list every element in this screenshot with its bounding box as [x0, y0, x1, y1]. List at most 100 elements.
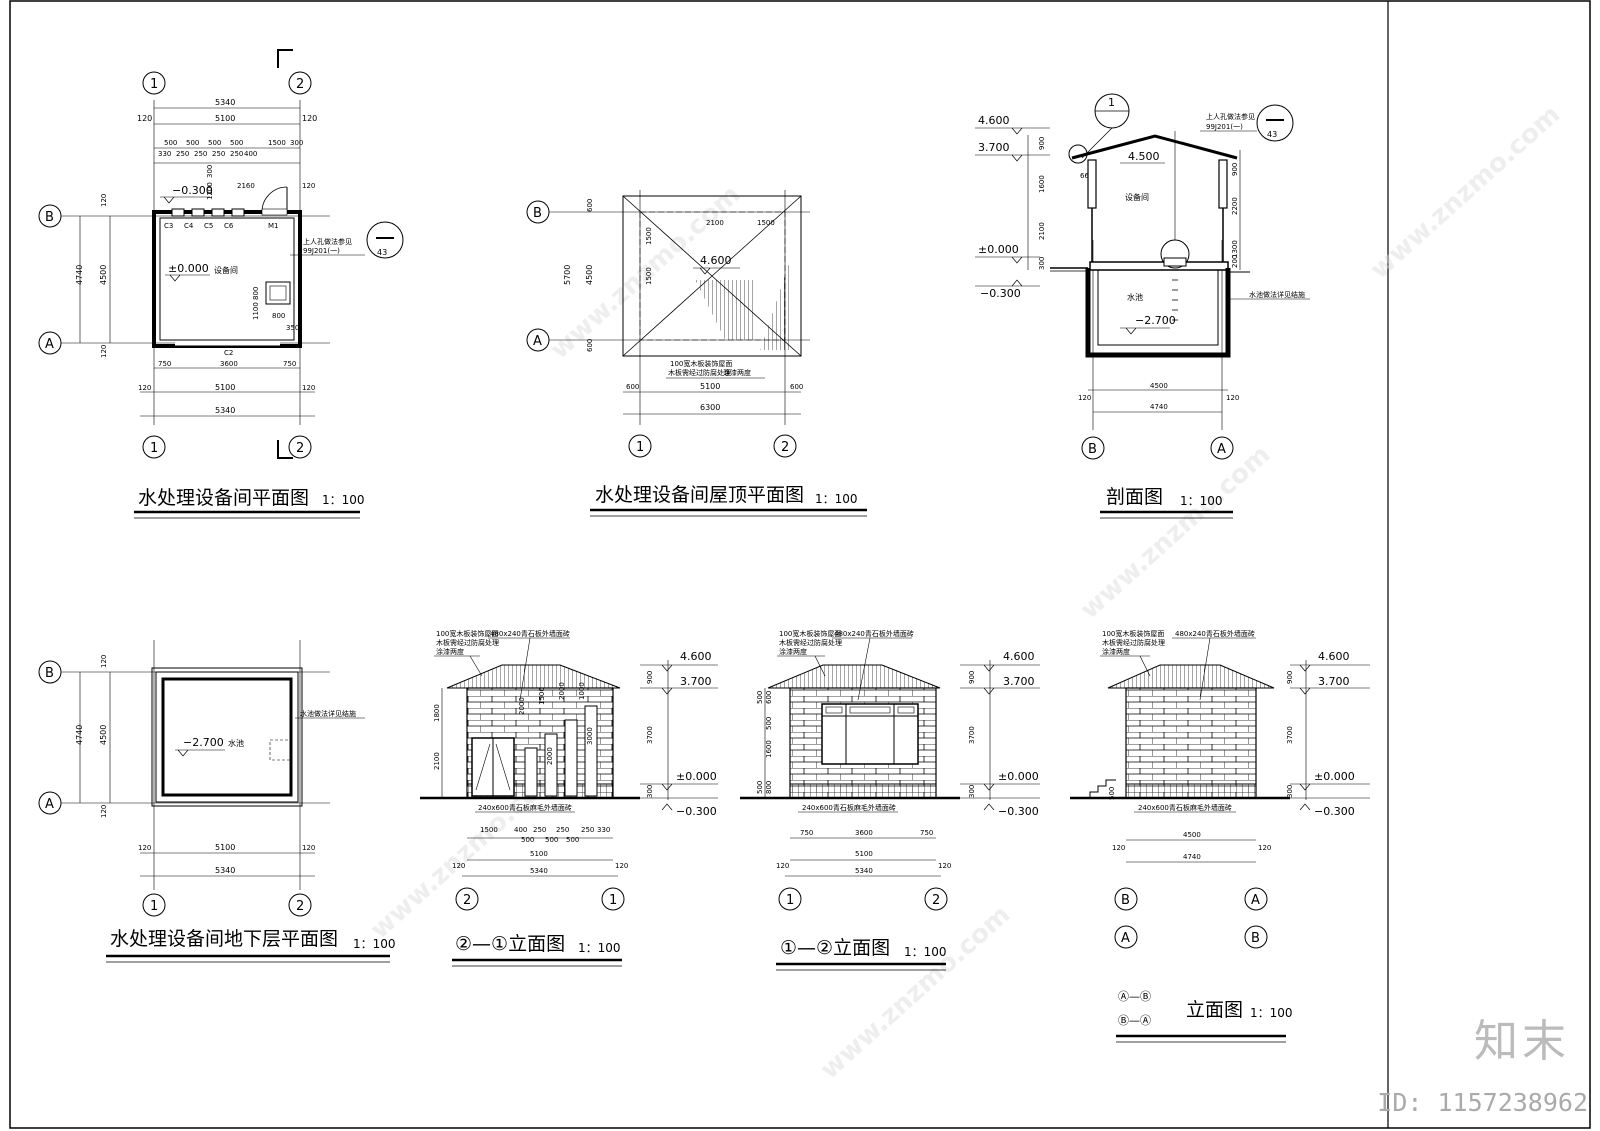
- dim-text: 1100: [252, 302, 260, 320]
- dim-text: 400: [244, 150, 257, 158]
- svg-text:B: B: [45, 666, 54, 681]
- watermark-url: www.znzmo.com: [1365, 99, 1567, 285]
- axis-bubble: A: [38, 331, 62, 355]
- note-text: 木板需经过防腐处理: [1102, 638, 1165, 647]
- dim-text: 500: [164, 139, 177, 147]
- dim-text: 250: [581, 826, 594, 834]
- dim-text: 300: [968, 785, 976, 798]
- svg-text:1: 1: [150, 899, 158, 914]
- callout-num: 1: [1108, 96, 1115, 109]
- axis-bubble: 2: [288, 435, 312, 459]
- dim-text: 1600: [765, 740, 773, 758]
- dim-text: 3600: [220, 360, 238, 368]
- dim-text: 800: [272, 312, 285, 320]
- svg-text:2: 2: [296, 77, 304, 92]
- svg-text:2: 2: [296, 899, 304, 914]
- dim-text: 120: [100, 655, 108, 668]
- callout-num: 43: [377, 248, 387, 257]
- dim-text: 5340: [215, 98, 235, 107]
- dim-text: 66: [1080, 172, 1089, 180]
- dim-text: 120: [137, 114, 152, 123]
- level-text: 4.600: [1003, 650, 1035, 663]
- level-text: −0.300: [676, 805, 717, 818]
- section-title: 剖面图: [1106, 486, 1163, 508]
- level-text: −0.300: [980, 287, 1021, 300]
- dim-text: 5100: [530, 850, 548, 858]
- dim-text: 500: [545, 836, 558, 844]
- dim-text: 500: [756, 781, 764, 794]
- dim-text: 5100: [700, 382, 720, 391]
- dim-text: 600: [765, 691, 773, 704]
- dim-text: 120: [100, 345, 108, 358]
- roof-plan-view: 5700 600 4500 600 1500 1500 2100 1500 4.…: [526, 190, 867, 517]
- dim-text: 750: [283, 360, 296, 368]
- svg-text:B: B: [1251, 931, 1260, 946]
- dim-text: 5340: [215, 866, 235, 875]
- dim-text: 750: [800, 829, 813, 837]
- axis-bubble: B: [526, 200, 550, 224]
- dim-text: 500: [186, 139, 199, 147]
- dim-text: 4740: [75, 265, 84, 285]
- dim-text: 900: [1286, 671, 1294, 684]
- axis-bubble: 1: [142, 435, 166, 459]
- dim-text: 500: [230, 139, 243, 147]
- dim-text: 900: [968, 671, 976, 684]
- axis-bubble: 1: [628, 434, 652, 458]
- dim-text: 1300: [1231, 240, 1239, 258]
- dim-text: 330: [158, 150, 171, 158]
- note-text: 上人孔做法参见: [1206, 112, 1255, 121]
- dim-text: 5340: [215, 406, 235, 415]
- dim-text: 120: [776, 862, 789, 870]
- roof-title: 水处理设备间屋顶平面图: [595, 484, 804, 506]
- note-text: 99J201(一): [1206, 123, 1243, 131]
- level-text: 4.500: [1128, 150, 1160, 163]
- note-text: 100宽木板装饰屋面: [436, 629, 498, 638]
- dim-text: 4500: [585, 265, 594, 285]
- dim-text: 250: [556, 826, 569, 834]
- elevab-title-line2: Ⓑ—Ⓐ: [1118, 1014, 1151, 1027]
- axis-bubble: A: [38, 791, 62, 815]
- note-text: 240x600青石板麻毛外墙面砖: [802, 803, 896, 812]
- elevab-scale: 1：100: [1250, 1006, 1293, 1020]
- dim-text: 600: [586, 339, 594, 352]
- room-label: 设备间: [1125, 192, 1149, 202]
- pool-label: 水池: [228, 738, 244, 748]
- elev21-title: ②—①立面图: [455, 933, 565, 955]
- level-text: 4.600: [978, 114, 1010, 127]
- elev21-scale: 1：100: [578, 941, 621, 955]
- svg-text:B: B: [45, 210, 54, 225]
- dim-text: 200: [1231, 255, 1239, 268]
- dim-text: 1500: [268, 139, 286, 147]
- basement-plan-view: −2.700 水池 水池做法详见结施 4740 120 4500 120 120…: [38, 640, 396, 963]
- axis-bubble: A: [1114, 925, 1138, 949]
- level-text: −2.700: [183, 736, 224, 749]
- plan-view: 5340 120 5100 120 500 500 500 500 1500 3…: [38, 49, 404, 519]
- callout-num: 43: [1267, 130, 1277, 139]
- dim-text: 120: [138, 384, 151, 392]
- dim-text: 120: [1078, 394, 1091, 402]
- tag-text: C3: [164, 222, 173, 230]
- dim-text: 500: [521, 836, 534, 844]
- level-text: −0.300: [998, 805, 1039, 818]
- dim-text: 600: [790, 383, 803, 391]
- dim-text: 330: [597, 826, 610, 834]
- elev12-title: ①—②立面图: [780, 937, 890, 959]
- dim-text: 1500: [757, 219, 775, 227]
- dim-text: 4740: [1183, 853, 1201, 861]
- dim-text: 5100: [215, 383, 235, 392]
- watermark-url: www.znzmo.com: [1075, 439, 1277, 625]
- dim-text: 500: [566, 836, 579, 844]
- basement-title: 水处理设备间地下层平面图: [110, 928, 338, 950]
- dim-text: 400: [514, 826, 527, 834]
- dim-text: 1500: [645, 227, 653, 245]
- watermark-logo: 知末: [1474, 1016, 1570, 1067]
- dim-text: 5100: [215, 114, 235, 123]
- note-text: 木板需经过防腐处理: [436, 638, 499, 647]
- elevation-1-2-view: 100宽木板装饰屋面 木板需经过防腐处理 涂漆两度 480x240青石板外墙面砖…: [740, 629, 1040, 971]
- svg-text:A: A: [1121, 931, 1130, 946]
- dim-text: 5100: [215, 843, 235, 852]
- dim-text: 500: [1108, 787, 1116, 800]
- dim-text: 750: [158, 360, 171, 368]
- level-text: 4.600: [1318, 650, 1350, 663]
- dim-text: 120: [615, 862, 628, 870]
